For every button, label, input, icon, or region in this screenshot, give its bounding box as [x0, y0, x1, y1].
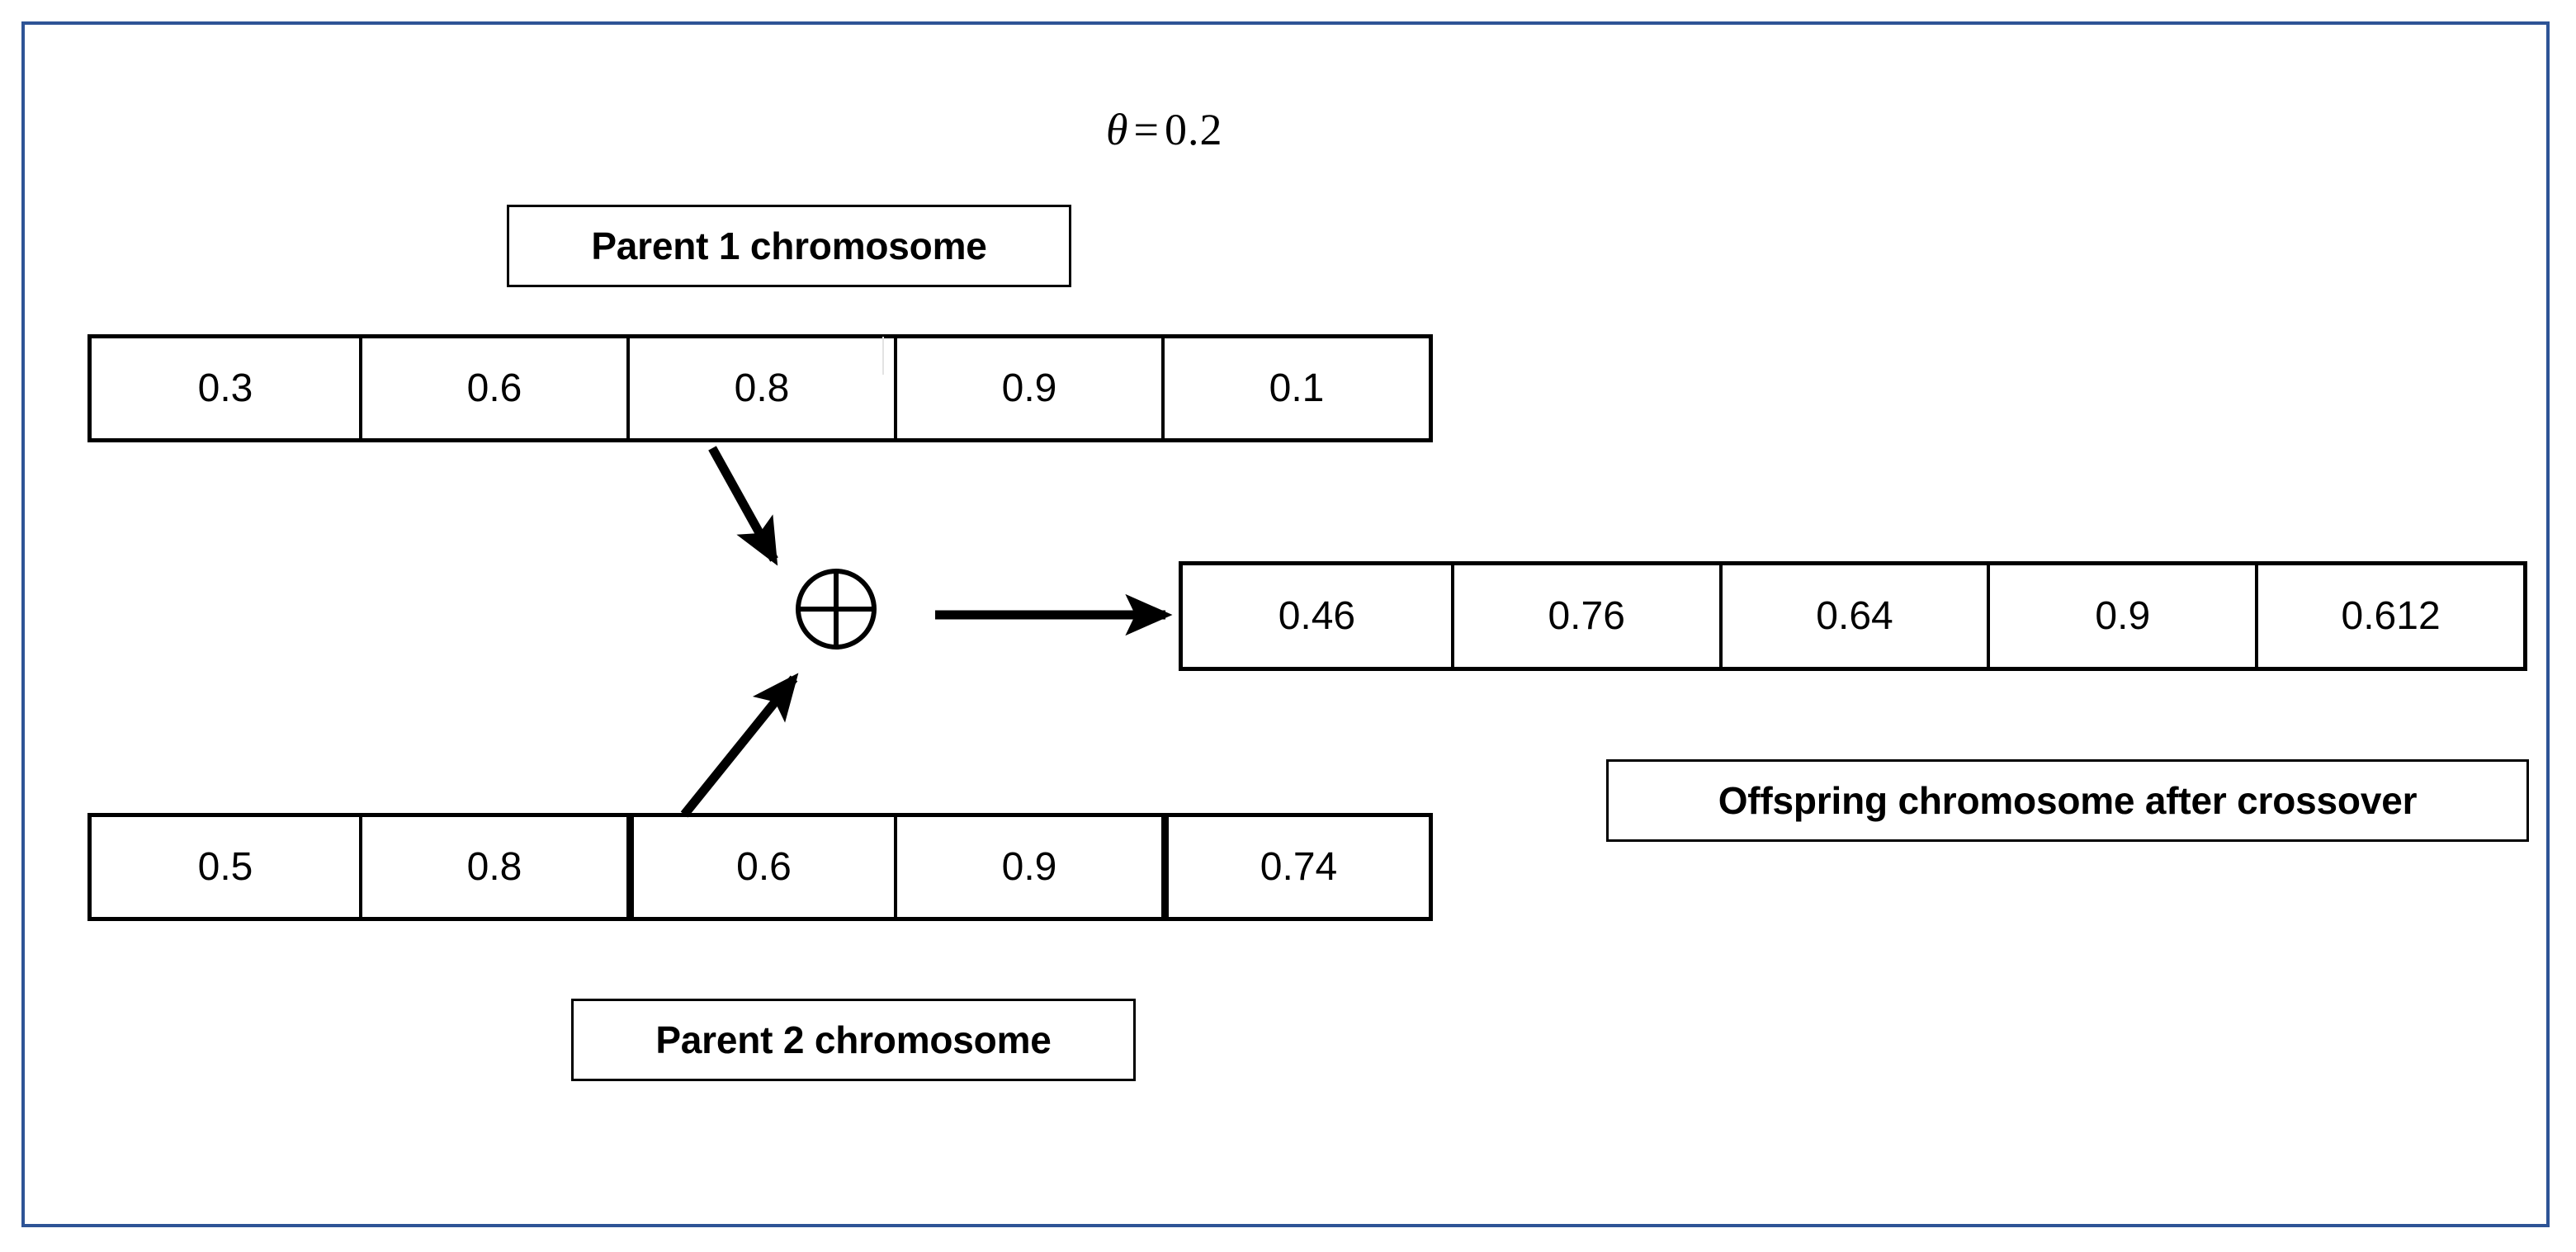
parent-1-gene-cell: 0.3 [92, 338, 359, 438]
caption-parent-1-label: Parent 1 chromosome [591, 224, 987, 267]
parent-1-chromosome-strip: 0.3 0.6 0.8 0.9 0.1 [87, 334, 1433, 442]
stray-guide-line [882, 337, 884, 375]
offspring-gene-cell: 0.76 [1450, 565, 1719, 667]
offspring-gene-cell: 0.46 [1183, 565, 1451, 667]
theta-value: 0.2 [1165, 105, 1223, 154]
caption-offspring-label: Offspring chromosome after crossover [1718, 779, 2418, 822]
parent-2-gene-cell: 0.9 [894, 817, 1161, 917]
parent-2-gene-cell: 0.8 [359, 817, 626, 917]
offspring-chromosome-strip: 0.46 0.76 0.64 0.9 0.612 [1179, 561, 2527, 671]
offspring-gene-cell: 0.64 [1718, 565, 1988, 667]
theta-symbol: θ [1106, 105, 1129, 154]
offspring-gene-cell: 0.9 [1987, 565, 2256, 667]
offspring-gene-cell: 0.612 [2255, 565, 2523, 667]
equals-operator: = [1133, 105, 1160, 154]
parent-1-gene-cell: 0.6 [359, 338, 626, 438]
caption-parent-1-chromosome: Parent 1 chromosome [507, 205, 1071, 287]
parent-2-gene-cell: 0.5 [92, 817, 359, 917]
parent-1-gene-cell: 0.1 [1161, 338, 1429, 438]
caption-parent-2-chromosome: Parent 2 chromosome [571, 999, 1136, 1081]
parent-2-gene-cell: 0.6 [626, 817, 894, 917]
caption-offspring-chromosome: Offspring chromosome after crossover [1606, 759, 2529, 842]
parent-1-gene-cell: 0.9 [894, 338, 1161, 438]
parent-2-chromosome-strip: 0.5 0.8 0.6 0.9 0.74 [87, 813, 1433, 921]
caption-parent-2-label: Parent 2 chromosome [655, 1018, 1052, 1061]
theta-equation: θ=0.2 [1106, 104, 1223, 155]
parent-2-gene-cell: 0.74 [1161, 817, 1429, 917]
parent-1-gene-cell: 0.8 [626, 338, 894, 438]
